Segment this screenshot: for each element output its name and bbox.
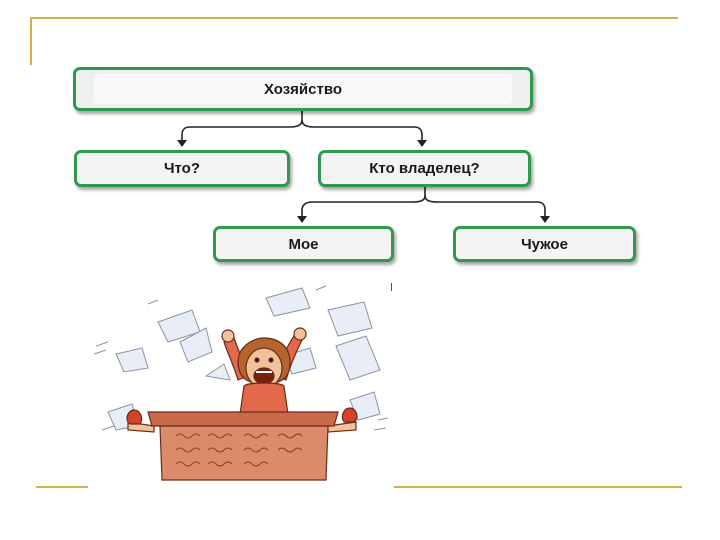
desk-scribbles [175,433,303,467]
connector-owner-to-level2 [297,187,550,223]
diagram-box-owner: Кто владелец? [318,150,531,187]
diagram-box-what: Что? [74,150,290,187]
arrowhead-owner [417,140,427,147]
arrowhead-foreign [540,216,550,223]
diagram-box-mine: Мое [213,226,394,262]
cheering-person-at-desk-with-flying-papers-icon [93,285,389,481]
what-box-label: Что? [163,160,200,177]
connector-root-to-level1 [177,111,427,147]
person [221,327,307,415]
stray-tick-mark [391,283,392,291]
mine-box-label: Мое [288,235,319,253]
root-box-label: Хозяйство [263,80,343,98]
root-box-inner [94,74,512,104]
owner-box-label: Кто владелец? [369,160,480,177]
arrowhead-what [177,140,187,147]
desk [147,411,339,481]
frame-line-left [30,17,32,65]
frame-line-top [30,17,678,19]
legs [126,407,358,433]
foreign-box-label: Чужое [521,235,568,253]
arrowhead-mine [297,216,307,223]
diagram-box-root: Хозяйство [73,67,533,111]
frame-line-bottom-right [394,486,682,488]
diagram-box-foreign: Чужое [453,226,636,262]
motion-lines [93,285,389,431]
frame-line-bottom-left [36,486,88,488]
flying-papers [107,287,381,431]
